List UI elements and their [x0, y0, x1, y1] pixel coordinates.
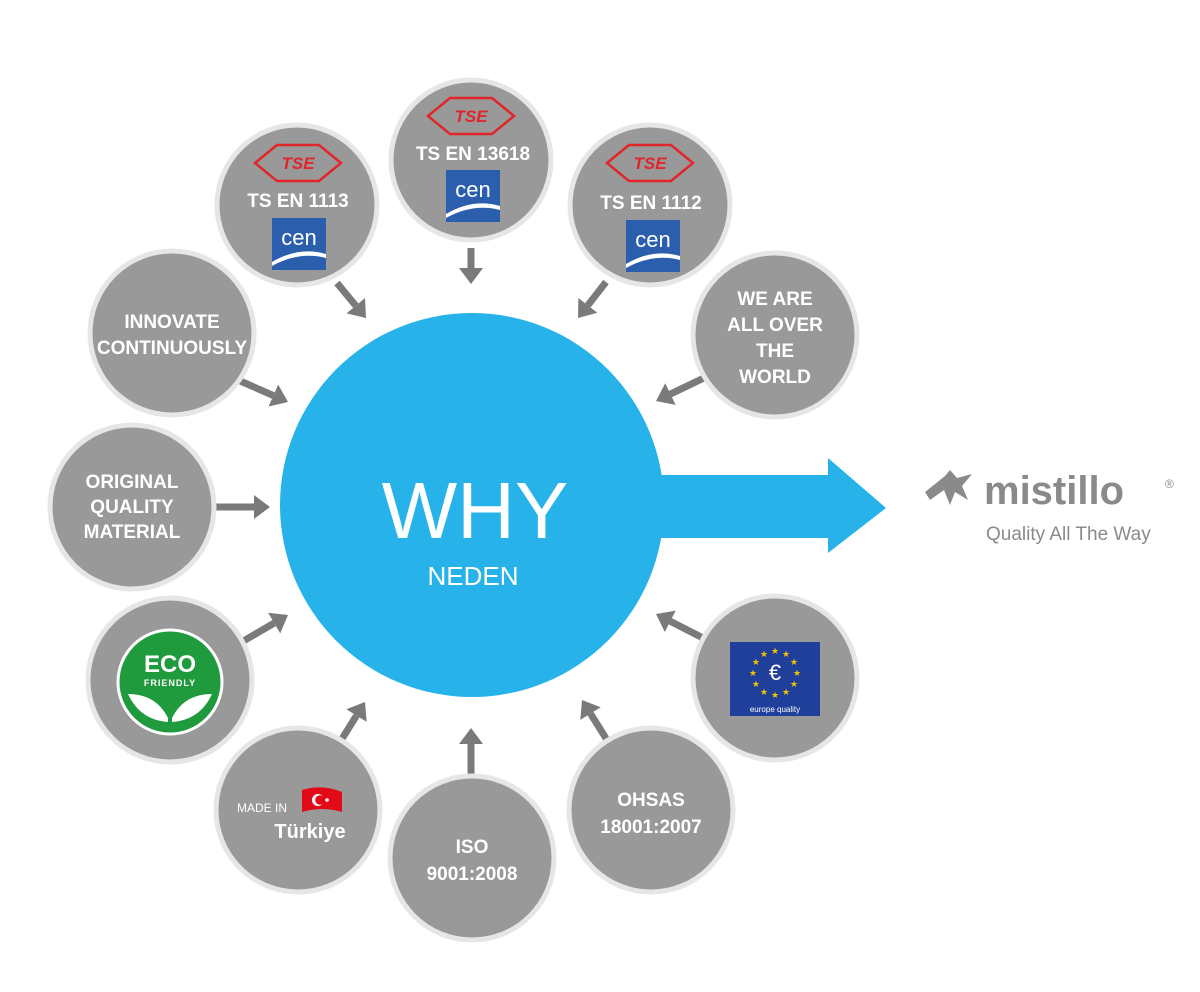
node-label-line1: ORIGINAL: [86, 472, 179, 493]
svg-text:FRIENDLY: FRIENDLY: [144, 678, 196, 688]
eu-star-icon: ★: [790, 658, 798, 668]
eu-star-icon: ★: [752, 658, 760, 668]
center-title: WHY: [382, 466, 569, 555]
node-circle: [566, 725, 736, 895]
eu-star-icon: ★: [782, 650, 790, 660]
connector-arrow-shaft: [334, 280, 359, 308]
eu-flag-icon: ★★★★★★★★★★★★ € europe quality: [730, 642, 820, 716]
tse-logo-icon: TSE: [426, 96, 516, 136]
connector-arrow-head: [346, 298, 366, 318]
tse-logo-icon: TSE: [605, 143, 695, 183]
node-label-line1: OHSAS: [617, 790, 685, 811]
connector-arrow-shaft: [668, 372, 710, 398]
brand-tagline: Quality All The Way: [986, 524, 1151, 545]
node-made-in-turkiye: MADE IN Türkiye: [213, 725, 383, 895]
svg-text:europe quality: europe quality: [750, 705, 800, 714]
node-label-line3: MATERIAL: [84, 522, 181, 543]
node-original-material: ORIGINAL QUALITY MATERIAL: [47, 422, 217, 592]
eu-star-icon: ★: [760, 688, 768, 698]
connector-arrow-shaft: [238, 620, 276, 647]
node-label-line2: QUALITY: [90, 497, 174, 518]
connector-arrow-head: [346, 702, 367, 722]
node-europe-quality: ★★★★★★★★★★★★ € europe quality: [690, 593, 860, 763]
eco-friendly-badge-icon: ECO FRIENDLY: [116, 628, 224, 736]
node-label-line2: CONTINUOUSLY: [97, 338, 248, 359]
eu-star-icon: ★: [771, 691, 779, 701]
brand-name: mistillo: [984, 469, 1124, 513]
standard-label: TS EN 1112: [600, 193, 701, 214]
node-label-line1: INNOVATE: [124, 312, 219, 333]
node-circle: [213, 725, 383, 895]
connector-arrow-head: [459, 268, 483, 284]
turkey-flag-icon: [302, 787, 342, 812]
node-label-line1: WE ARE: [737, 289, 812, 310]
node-circle: [690, 250, 860, 420]
connector-arrow-shaft: [668, 618, 705, 642]
eu-star-icon: ★: [793, 669, 801, 679]
standard-label: TS EN 1113: [247, 191, 348, 212]
node-label-line2: ALL OVER: [727, 315, 823, 336]
connector-arrow-shaft: [587, 711, 610, 742]
connector-arrow-head: [580, 700, 601, 720]
node-eco-friendly: ECO FRIENDLY: [85, 595, 255, 765]
eu-star-icon: ★: [760, 650, 768, 660]
connector-arrow-head: [459, 728, 483, 744]
cen-logo-icon: cen: [446, 170, 500, 222]
node-label-line2: 18001:2007: [600, 817, 701, 838]
connector-arrow-head: [656, 383, 676, 405]
node-label-line1: ISO: [456, 837, 489, 858]
brand-block: mistillo ® Quality All The Way: [925, 469, 1174, 545]
connector-arrow-shaft: [236, 376, 275, 399]
node-label-line3: THE: [756, 341, 794, 362]
svg-text:cen: cen: [455, 177, 490, 202]
center-circle: [280, 313, 664, 697]
turkiye-label: Türkiye: [274, 821, 345, 843]
node-ts-en-13618: TSE TS EN 13618 cen: [388, 77, 554, 243]
connector-arrow-head: [578, 298, 598, 318]
node-world: WE ARE ALL OVER THE WORLD: [690, 250, 860, 420]
eu-star-icon: ★: [771, 647, 779, 657]
eu-star-icon: ★: [790, 680, 798, 690]
svg-text:cen: cen: [635, 227, 670, 252]
connector-arrow-shaft: [585, 279, 609, 308]
node-circle: [387, 773, 557, 943]
standard-label: TS EN 13618: [416, 144, 530, 165]
node-label-line2: 9001:2008: [427, 864, 518, 885]
connector-arrow-head: [268, 384, 288, 407]
mistillo-bird-icon: [925, 470, 972, 505]
eu-star-icon: ★: [782, 688, 790, 698]
node-ts-en-1112: TSE TS EN 1112 cen: [567, 122, 733, 288]
tse-logo-icon: TSE: [253, 143, 343, 183]
connector-arrow-shaft: [337, 713, 360, 744]
eu-star-icon: ★: [749, 669, 757, 679]
svg-text:TSE: TSE: [281, 154, 315, 173]
registered-mark: ®: [1165, 477, 1174, 491]
node-circle: [87, 248, 257, 418]
node-label-line4: WORLD: [739, 367, 811, 388]
svg-text:TSE: TSE: [633, 154, 667, 173]
connector-arrow-head: [268, 612, 288, 634]
connector-arrow-head: [656, 610, 676, 632]
node-ohsas: OHSAS 18001:2007: [566, 725, 736, 895]
cen-logo-icon: cen: [272, 218, 326, 270]
svg-text:€: €: [769, 660, 781, 685]
svg-text:cen: cen: [281, 225, 316, 250]
made-in-label: MADE IN: [237, 801, 287, 815]
connector-arrow-head: [254, 495, 270, 519]
main-arrow: [640, 458, 886, 553]
center-node: WHY NEDEN: [280, 313, 664, 697]
svg-text:ECO: ECO: [144, 651, 196, 678]
node-iso: ISO 9001:2008: [387, 773, 557, 943]
node-circle: [47, 422, 217, 592]
connector-arrows: [215, 248, 710, 776]
cen-logo-icon: cen: [626, 220, 680, 272]
node-ts-en-1113: TSE TS EN 1113 cen: [214, 122, 380, 288]
eu-star-icon: ★: [752, 680, 760, 690]
center-subtitle: NEDEN: [427, 561, 518, 591]
svg-text:TSE: TSE: [454, 107, 488, 126]
node-innovate: INNOVATE CONTINUOUSLY: [87, 248, 257, 418]
